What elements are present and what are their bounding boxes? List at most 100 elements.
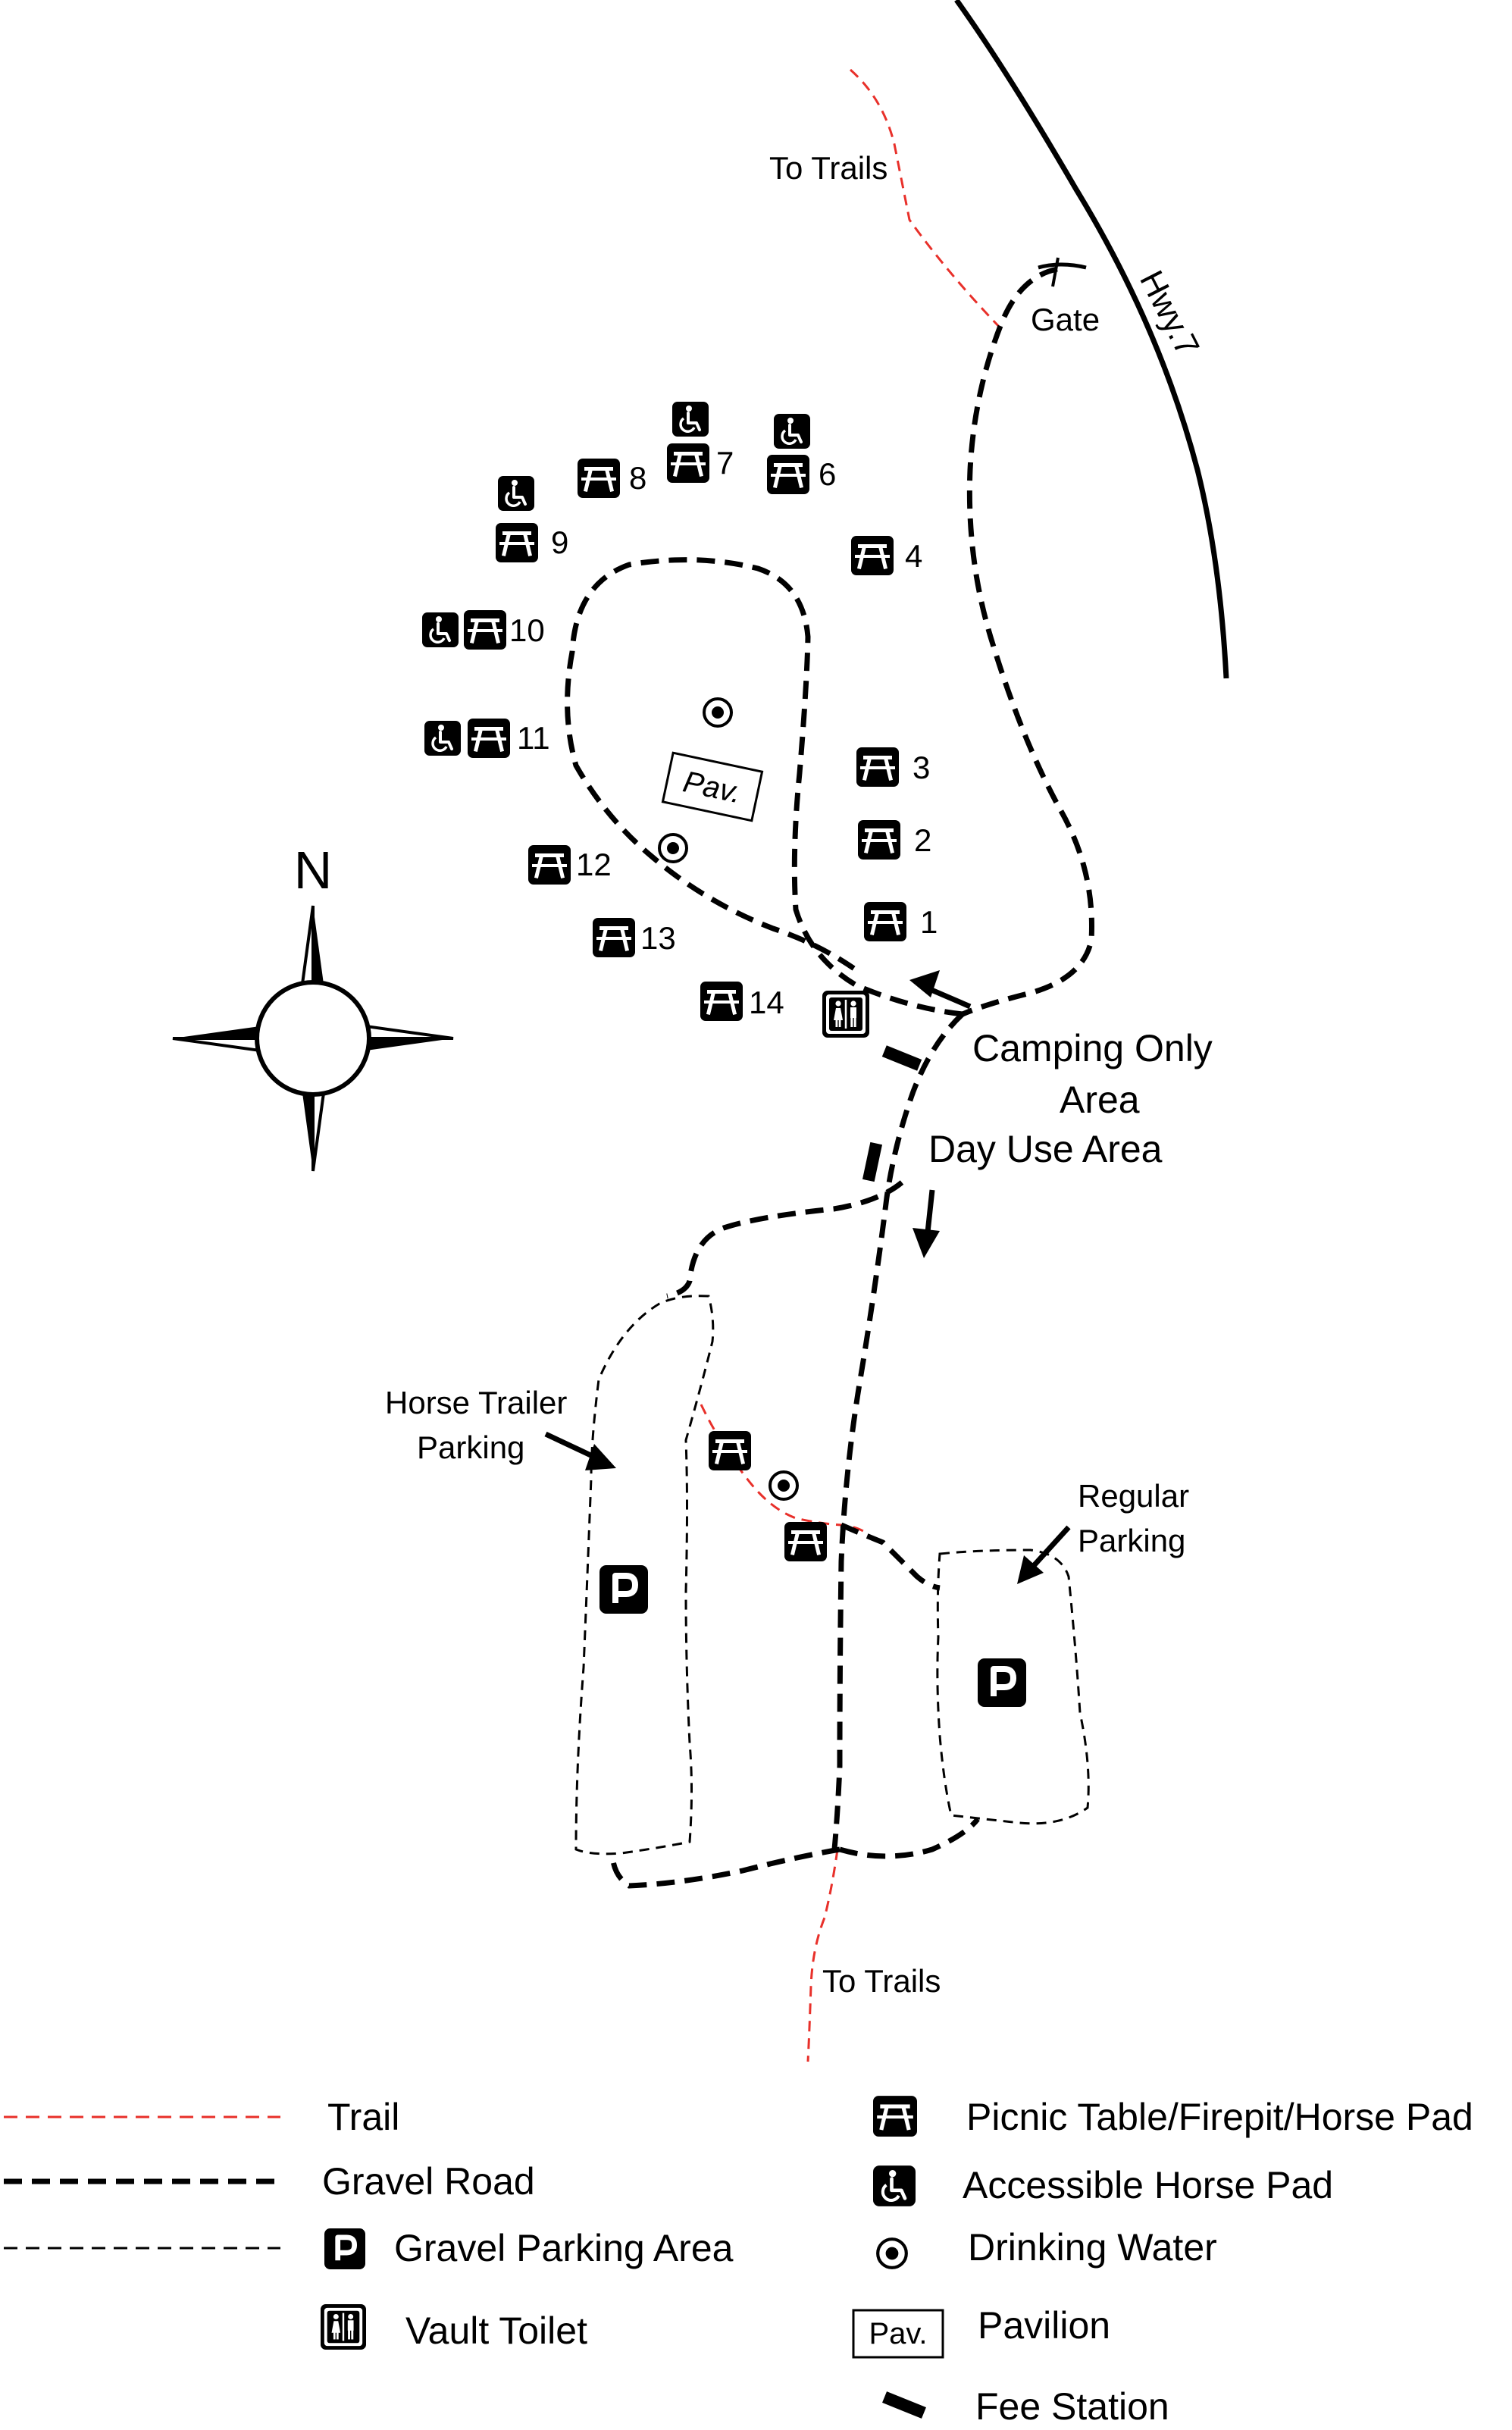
- camping-only-label-line1: Camping Only: [972, 1027, 1213, 1069]
- site-number: 3: [913, 750, 930, 785]
- picnic-table-icon-day-use-1: [709, 1431, 751, 1470]
- west-connector-road: [666, 1180, 904, 1299]
- picnic-table-icon: [464, 610, 506, 650]
- fee-station-marker-2: [862, 1141, 883, 1182]
- vault-toilet-icon: [822, 991, 869, 1038]
- legend-picnic-label: Picnic Table/Firepit/Horse Pad: [966, 2096, 1473, 2138]
- campsite-3: 3: [856, 747, 930, 787]
- accessible-pad-icon: [672, 402, 709, 437]
- drinking-water-icon: [769, 1470, 799, 1501]
- campsite-12: 12: [528, 845, 612, 885]
- accessible-pad-icon: [424, 721, 461, 756]
- legend-road-label: Gravel Road: [322, 2160, 535, 2203]
- arrow-day-use: [913, 1189, 940, 1258]
- campsite-7: 7: [667, 402, 734, 483]
- site-number: 12: [576, 847, 612, 882]
- picnic-table-icon: [496, 523, 538, 562]
- legend-pavilion-sample-text: Pav.: [869, 2317, 927, 2350]
- legend-trail-label: Trail: [327, 2096, 399, 2138]
- drinking-water-icon: [703, 697, 733, 728]
- campsite-1: 1: [864, 902, 938, 941]
- legend-picnic-icon: [873, 2096, 917, 2137]
- campsite-14: 14: [700, 982, 784, 1021]
- site-number: 11: [517, 720, 550, 756]
- site-number: 7: [716, 445, 734, 481]
- picnic-table-icon: [528, 845, 571, 885]
- campsite-11: 11: [424, 719, 550, 758]
- site-number: 14: [749, 985, 784, 1020]
- east-connector-road: [840, 1522, 941, 1591]
- camp-loop-road: [565, 557, 963, 1017]
- site-number: 8: [629, 460, 646, 496]
- gate-label: Gate: [1031, 302, 1100, 337]
- day-use-label: Day Use Area: [928, 1128, 1163, 1170]
- pavilion-marker: Pav.: [661, 751, 764, 822]
- legend-accessible-label: Accessible Horse Pad: [963, 2164, 1333, 2206]
- site-number: 9: [551, 525, 568, 560]
- campsite-8: 8: [578, 459, 646, 498]
- legend-pavilion-label: Pavilion: [978, 2304, 1110, 2347]
- legend-water-icon: [878, 2239, 906, 2268]
- picnic-table-icon: [593, 918, 635, 957]
- to-trails-south-label: To Trails: [822, 1963, 941, 1999]
- campsite-9: 9: [496, 476, 568, 562]
- legend: Trail Gravel Road Gravel Parking Area Va…: [4, 2096, 1473, 2428]
- legend-toilet-icon: [321, 2304, 366, 2350]
- north-label: N: [294, 841, 333, 900]
- picnic-table-icon: [767, 455, 809, 494]
- legend-parking-icon: [324, 2228, 365, 2269]
- site-number: 6: [819, 456, 836, 492]
- accessible-pad-icon: [498, 476, 534, 511]
- regular-parking-label-line1: Regular: [1078, 1478, 1189, 1514]
- campsite-6: 6: [767, 414, 836, 494]
- camping-only-label-line2: Area: [1060, 1079, 1140, 1121]
- drinking-water-icon: [658, 833, 688, 863]
- legend-water-label: Drinking Water: [968, 2226, 1217, 2269]
- campsite-13: 13: [593, 918, 676, 957]
- trail-north: [850, 68, 1003, 331]
- picnic-table-icon: [864, 902, 906, 941]
- site-number: 10: [509, 612, 545, 648]
- picnic-table-icon: [578, 459, 620, 498]
- legend-fee-station-label: Fee Station: [975, 2385, 1169, 2428]
- regular-parking-label-line2: Parking: [1078, 1523, 1185, 1558]
- accessible-pad-icon: [422, 612, 459, 647]
- accessible-pad-icon: [774, 414, 810, 449]
- regular-parking-area: [936, 1548, 1090, 1825]
- site-number: 1: [920, 904, 938, 940]
- picnic-table-icon: [468, 719, 510, 758]
- trail-middle: [700, 1404, 873, 1539]
- site-number: 2: [914, 822, 931, 858]
- picnic-table-icon: [851, 536, 894, 575]
- picnic-table-icon: [856, 747, 899, 787]
- gate-mark: [1038, 262, 1087, 270]
- horse-trailer-label-line2: Parking: [417, 1430, 524, 1465]
- compass-rose: N: [172, 841, 454, 1172]
- site-number: 13: [640, 920, 676, 956]
- entrance-road: [961, 266, 1094, 1017]
- horse-trailer-parking-area: [574, 1295, 715, 1855]
- picnic-table-icon-day-use-2: [784, 1522, 827, 1561]
- picnic-table-icon: [858, 820, 900, 860]
- legend-toilet-label: Vault Toilet: [405, 2309, 587, 2352]
- parking-icon-horse-trailer: [599, 1565, 648, 1614]
- trail-south: [806, 1849, 839, 2062]
- to-trails-north-label: To Trails: [769, 150, 887, 186]
- highway-line: [954, 0, 1229, 679]
- south-road: [609, 1817, 980, 1889]
- arrow-regular-parking: [1017, 1525, 1071, 1584]
- horse-trailer-label-line1: Horse Trailer: [385, 1385, 567, 1420]
- site-number: 4: [905, 538, 922, 574]
- arrow-camping-only: [909, 970, 972, 1010]
- picnic-table-icon: [667, 443, 709, 483]
- fee-station-marker-1: [881, 1045, 922, 1071]
- picnic-table-icon: [700, 982, 743, 1021]
- parking-icon-regular: [978, 1658, 1026, 1707]
- campsite-4: 4: [851, 536, 922, 575]
- campsite-10: 10: [422, 610, 545, 650]
- legend-parking-label: Gravel Parking Area: [394, 2227, 734, 2269]
- legend-fee-station-swatch: [882, 2391, 926, 2419]
- campsite-2: 2: [858, 820, 931, 860]
